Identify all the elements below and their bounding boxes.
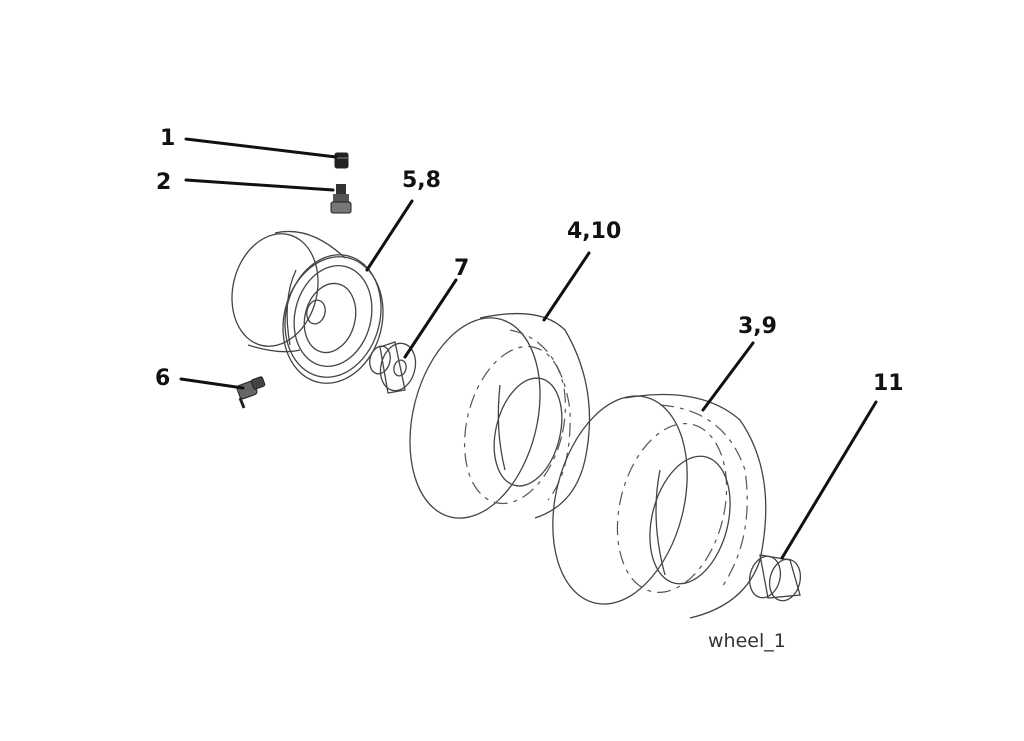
callout-5-8: 5,8 (402, 168, 441, 193)
leader-line-3-9 (701, 341, 755, 412)
tire-3-9-part (552, 393, 767, 619)
valve-stem-part (330, 184, 352, 214)
callout-2: 2 (156, 170, 171, 195)
leader-line-7 (403, 278, 458, 359)
rim-part (231, 230, 382, 378)
tire-4-10-part (409, 312, 591, 519)
rim-seal-ring (282, 256, 384, 384)
callout-1: 1 (160, 126, 175, 151)
leader-line-6 (179, 377, 245, 390)
bolt-part (236, 376, 266, 409)
leader-line-2 (184, 178, 335, 192)
bushing-part (369, 341, 417, 394)
callout-6: 6 (155, 366, 170, 391)
hub-cap-part (748, 554, 802, 602)
leader-line-11 (780, 400, 878, 560)
valve-cap-part (334, 152, 349, 169)
callout-3-9: 3,9 (738, 314, 777, 339)
leader-line-1 (184, 137, 338, 159)
leader-line-5-8 (365, 199, 414, 272)
figure-label: wheel_1 (708, 630, 786, 652)
callout-4-10: 4,10 (567, 219, 621, 244)
callout-7: 7 (454, 256, 469, 281)
leader-line-4-10 (542, 251, 591, 322)
callout-11: 11 (873, 371, 904, 396)
